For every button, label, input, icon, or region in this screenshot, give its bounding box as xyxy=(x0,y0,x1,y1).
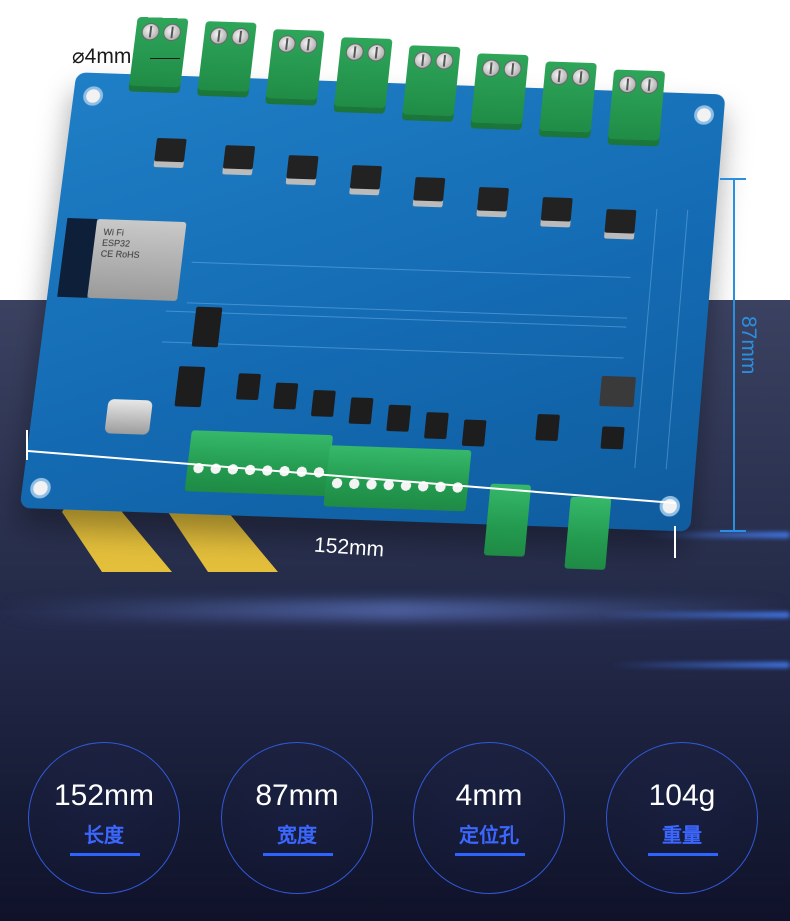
ic-chip xyxy=(273,382,299,410)
mosfet xyxy=(153,137,187,169)
mounting-hole xyxy=(29,477,52,499)
pcb-trace xyxy=(161,310,627,359)
spec-underline xyxy=(70,853,140,856)
ic-chip xyxy=(191,306,223,348)
mosfet xyxy=(285,155,319,186)
spec-caption: 定位孔 xyxy=(459,825,519,847)
ic-chip xyxy=(310,389,336,417)
length-tick-right xyxy=(674,526,676,558)
ic-chip xyxy=(348,397,374,425)
spec-underline xyxy=(648,853,718,856)
hole-diameter-line xyxy=(150,58,180,59)
mounting-hole xyxy=(82,86,105,106)
hole-diameter-label: ⌀4mm xyxy=(72,45,132,68)
output-terminal xyxy=(401,45,461,122)
spec-badge-width: 87mm 宽度 xyxy=(221,742,373,894)
mounting-hole xyxy=(693,105,715,125)
output-terminal xyxy=(265,29,325,106)
output-terminal xyxy=(470,53,529,131)
spec-value: 152mm xyxy=(53,779,155,812)
width-tick-bottom xyxy=(720,530,746,532)
spec-underline xyxy=(263,853,333,856)
output-terminal xyxy=(538,61,597,139)
spec-value: 87mm xyxy=(255,779,339,812)
spec-caption: 宽度 xyxy=(277,825,317,847)
mosfet xyxy=(476,187,509,218)
spec-value: 104g xyxy=(648,779,716,812)
pcb-trace xyxy=(186,261,631,319)
light-streak xyxy=(600,612,790,618)
mosfet xyxy=(349,165,383,196)
ic-chip xyxy=(461,419,487,447)
ic-chip xyxy=(423,412,449,440)
spec-caption: 重量 xyxy=(662,825,702,847)
spec-underline xyxy=(455,853,525,856)
spec-badge-hole: 4mm 定位孔 xyxy=(413,742,565,894)
output-terminal xyxy=(196,21,257,98)
width-dimension-line xyxy=(733,178,735,532)
mosfet xyxy=(540,197,573,228)
spec-badge-length: 152mm 长度 xyxy=(28,742,180,894)
pcb-trace xyxy=(634,208,689,470)
power-terminal xyxy=(483,483,532,557)
width-tick-top xyxy=(720,178,746,180)
length-label: 152mm xyxy=(313,533,385,562)
antenna xyxy=(57,217,98,298)
inductor xyxy=(599,375,637,408)
ic-chip xyxy=(600,426,625,450)
ic-chip xyxy=(535,413,560,442)
output-terminal xyxy=(128,16,189,94)
horizon-glow xyxy=(0,600,790,620)
output-terminal xyxy=(607,69,666,147)
power-terminal xyxy=(564,496,612,570)
spec-badge-weight: 104g 重量 xyxy=(606,742,758,894)
mounting-hole xyxy=(658,495,681,517)
spec-value: 4mm xyxy=(455,779,523,812)
mosfet xyxy=(222,145,256,176)
output-terminal xyxy=(333,37,393,114)
mosfet xyxy=(412,177,446,208)
length-tick-left xyxy=(26,430,28,460)
ic-chip xyxy=(174,366,206,408)
light-streak xyxy=(610,662,790,668)
spec-caption: 长度 xyxy=(84,825,124,847)
width-label: 87mm xyxy=(737,316,760,375)
input-terminal-block xyxy=(184,430,334,497)
light-streak xyxy=(640,532,790,538)
ic-chip xyxy=(235,373,262,401)
mosfet xyxy=(603,209,637,240)
usb-c-port xyxy=(104,398,153,435)
ic-chip xyxy=(386,404,412,432)
input-terminal-block xyxy=(323,445,472,512)
